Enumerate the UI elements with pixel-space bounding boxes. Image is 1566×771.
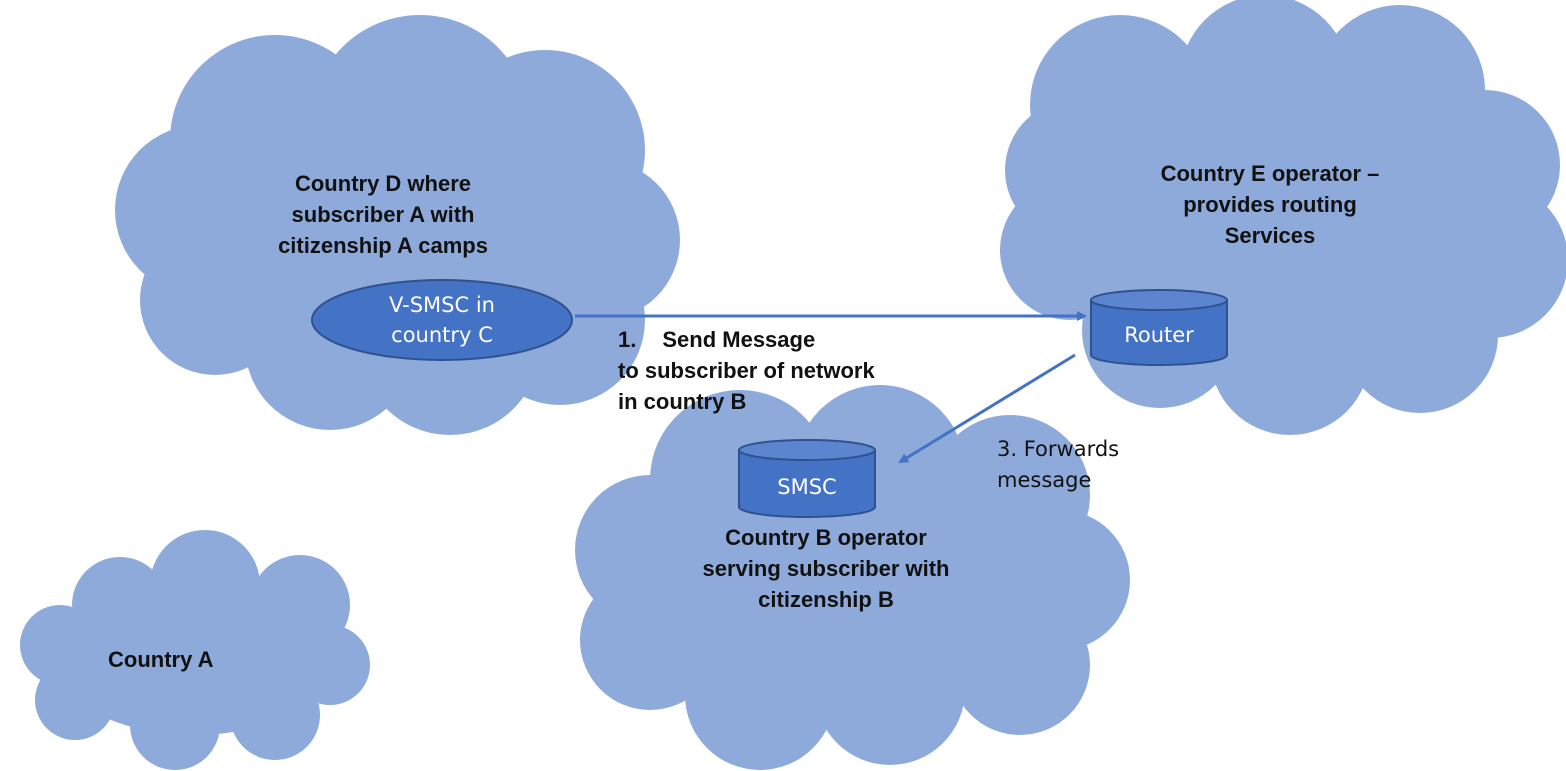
send-message-title: Send Message (662, 327, 816, 352)
cloud-country-a (20, 530, 370, 770)
country-e-label: Country E operator – provides routing Se… (1161, 158, 1380, 251)
send-message-label: 1.Send Message to subscriber of network … (618, 324, 875, 417)
country-b-label: Country B operator serving subscriber wi… (703, 522, 950, 615)
country-d-label-line: citizenship A camps (278, 233, 488, 258)
vsmsc-node (311, 279, 573, 361)
country-a-label-line: Country A (108, 647, 214, 672)
forward-message-label: 3. Forwards message (997, 434, 1119, 496)
country-b-label-line: Country B operator (725, 525, 927, 550)
country-d-label: Country D where subscriber A with citize… (278, 168, 488, 261)
send-message-line: to subscriber of network (618, 358, 875, 383)
country-e-label-line: Services (1224, 223, 1316, 248)
forward-message-line: 3. Forwards (997, 437, 1120, 461)
country-d-label-line: Country D where (294, 171, 472, 196)
country-e-label-line: provides routing (1183, 192, 1357, 217)
country-a-label: Country A (108, 644, 214, 675)
send-message-line: in country B (618, 389, 747, 414)
smsc-label-text: SMSC (777, 475, 837, 499)
router-node (1090, 289, 1228, 366)
send-message-heading: 1. Send Message (618, 324, 875, 355)
send-message-number: 1. (618, 327, 637, 352)
router-label: Router (1124, 320, 1194, 350)
router-label-text: Router (1124, 323, 1194, 347)
smsc-label: SMSC (777, 472, 836, 502)
smsc-node (738, 439, 876, 518)
country-b-label-line: serving subscriber with (702, 556, 950, 581)
forward-message-line: message (997, 468, 1092, 492)
vsmsc-label: V-SMSC in country C (389, 290, 495, 350)
forward-message-arrow (898, 353, 1076, 464)
country-b-label-line: citizenship B (758, 587, 894, 612)
country-d-label-line: subscriber A with (291, 202, 475, 227)
country-e-label-line: Country E operator – (1160, 161, 1380, 186)
vsmsc-label-line: V-SMSC in (389, 293, 495, 317)
vsmsc-label-line: country C (391, 323, 493, 347)
